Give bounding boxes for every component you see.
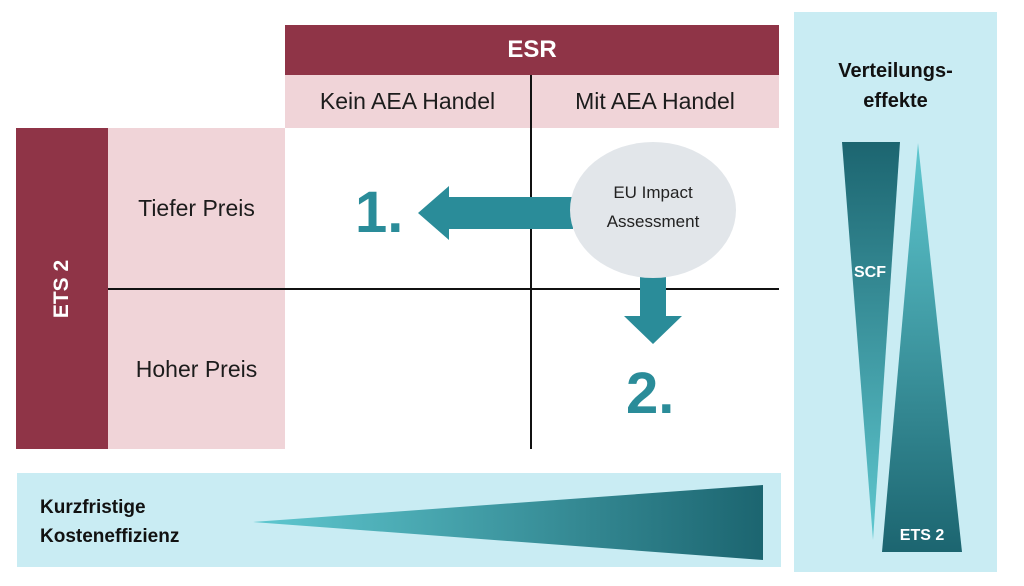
bubble-line2: Assessment (607, 212, 700, 231)
esr-col-left: Kein AEA Handel (285, 75, 530, 128)
arrow-down-icon (624, 277, 682, 344)
esr-title: ESR (507, 36, 557, 63)
ets2-row-top: Tiefer Preis (108, 128, 285, 288)
esr-col-right: Mit AEA Handel (531, 75, 779, 128)
eu-impact-bubble (570, 142, 736, 278)
esr-header: ESR (285, 25, 779, 75)
scf-label: SCF (854, 264, 886, 281)
ets2-row-bottom-label: Hoher Preis (135, 355, 258, 382)
bubble-line1: EU Impact (613, 183, 693, 202)
ets2-header: ETS 2 (16, 128, 108, 449)
esr-col-right-label: Mit AEA Handel (575, 88, 735, 114)
ets2-row-top-label: Tiefer Preis (138, 194, 255, 221)
step-2-label: 2. (626, 361, 674, 426)
distribution-title-line1: Verteilungs- (838, 60, 953, 82)
ets2-row-bottom: Hoher Preis (108, 289, 285, 449)
step-1-label: 1. (355, 180, 403, 245)
distribution-title: Verteilungs- effekte (794, 56, 997, 116)
ets2-wedge-label: ETS 2 (900, 527, 945, 544)
cost-efficiency-line1: Kurzfristige (40, 497, 146, 518)
cost-efficiency-label: Kurzfristige Kosteneffizienz (40, 493, 179, 551)
cost-efficiency-line2: Kosteneffizienz (40, 526, 180, 547)
scf-wedge (842, 142, 900, 540)
distribution-title-line2: effekte (863, 90, 928, 112)
arrow-left-icon (418, 186, 573, 240)
esr-col-left-label: Kein AEA Handel (319, 88, 496, 114)
cost-efficiency-wedge (253, 485, 763, 560)
ets2-wedge (882, 143, 962, 552)
